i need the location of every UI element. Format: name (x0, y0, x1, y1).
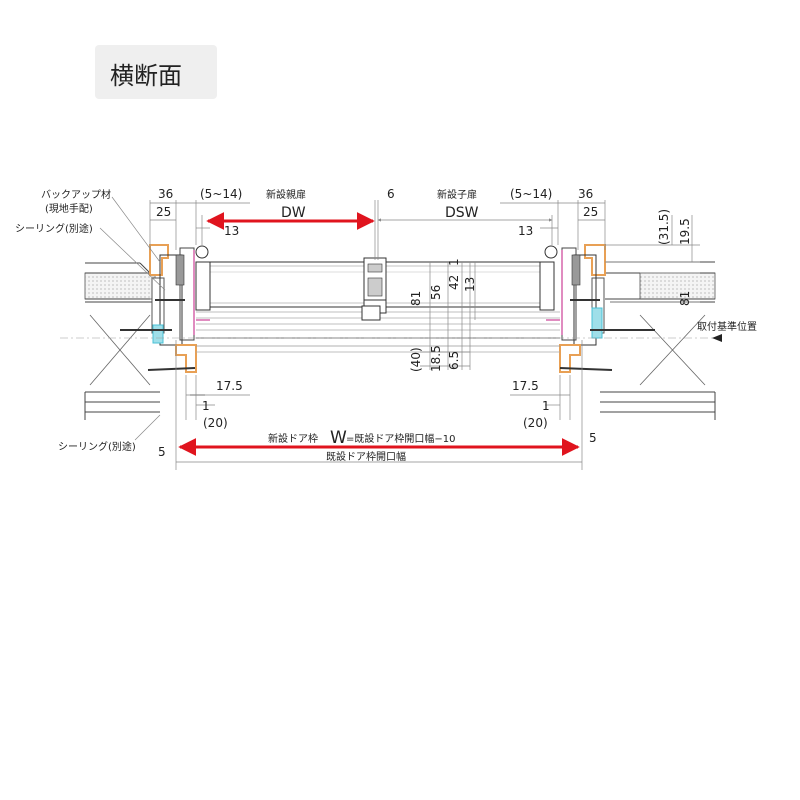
dim-l1: 1 (202, 399, 210, 413)
dim-c13: 13 (463, 277, 477, 292)
sealing-bottom-label: シーリング(別途) (58, 440, 136, 453)
main-door-label: 新設親扉 (266, 188, 306, 201)
dim-l175: 17.5 (216, 379, 243, 393)
sub-door-leaf (385, 261, 555, 311)
frame-w-var: W (330, 428, 347, 448)
left-wall (84, 262, 160, 420)
dim-r36: 36 (578, 187, 593, 201)
backup-material-label: バックアップ材 (41, 188, 111, 201)
dim-r514: (5~14) (510, 187, 552, 201)
dim-c65: 6.5 (447, 351, 461, 370)
dw-label: DW (281, 205, 306, 221)
dim-l20: (20) (203, 416, 228, 430)
site-arranged-label: (現地手配) (45, 202, 93, 215)
sealing-top-label: シーリング(別途) (15, 222, 93, 235)
dim-c81: 81 (409, 291, 423, 306)
dsw-label: DSW (445, 205, 479, 221)
dim-r1: 1 (542, 399, 550, 413)
dim-r13: 13 (518, 224, 533, 238)
dim-l13: 13 (224, 224, 239, 238)
mount-reference-label: 取付基準位置 (697, 320, 757, 333)
dim-r25: 25 (583, 205, 598, 219)
dim-lines (99, 196, 700, 470)
dim-r81: 81 (678, 291, 692, 306)
frame-w-prefix: 新設ドア枠 (268, 432, 318, 445)
dim-r20: (20) (523, 416, 548, 430)
dim-r195: 19.5 (678, 218, 692, 245)
dim-c42: 42 (447, 275, 461, 290)
right-frame (544, 244, 655, 373)
sub-door-label: 新設子扉 (437, 188, 477, 201)
dim-c40: (40) (409, 347, 423, 372)
dim-l25: 25 (156, 205, 171, 219)
center-lock (361, 257, 387, 321)
dim-r315: (31.5) (657, 209, 671, 245)
dim-l36: 36 (158, 187, 173, 201)
dim-c1: 1 (447, 258, 461, 266)
main-door-leaf (195, 261, 365, 311)
title-box (95, 45, 217, 99)
dim-l514: (5~14) (200, 187, 242, 201)
dim-r5: 5 (589, 431, 597, 445)
right-wall (600, 261, 716, 420)
dim-c6: 6 (387, 187, 395, 201)
existing-opening-label: 既設ドア枠開口幅 (326, 450, 406, 463)
frame-w-suffix: =既設ドア枠開口幅−10 (346, 432, 455, 445)
dim-r175: 17.5 (512, 379, 539, 393)
page-title: 横断面 (110, 62, 182, 90)
left-frame (120, 244, 210, 396)
dim-c185: 18.5 (429, 345, 443, 372)
dim-l5: 5 (158, 445, 166, 459)
dim-c56: 56 (429, 285, 443, 300)
reference-arrow-icon (712, 334, 722, 342)
